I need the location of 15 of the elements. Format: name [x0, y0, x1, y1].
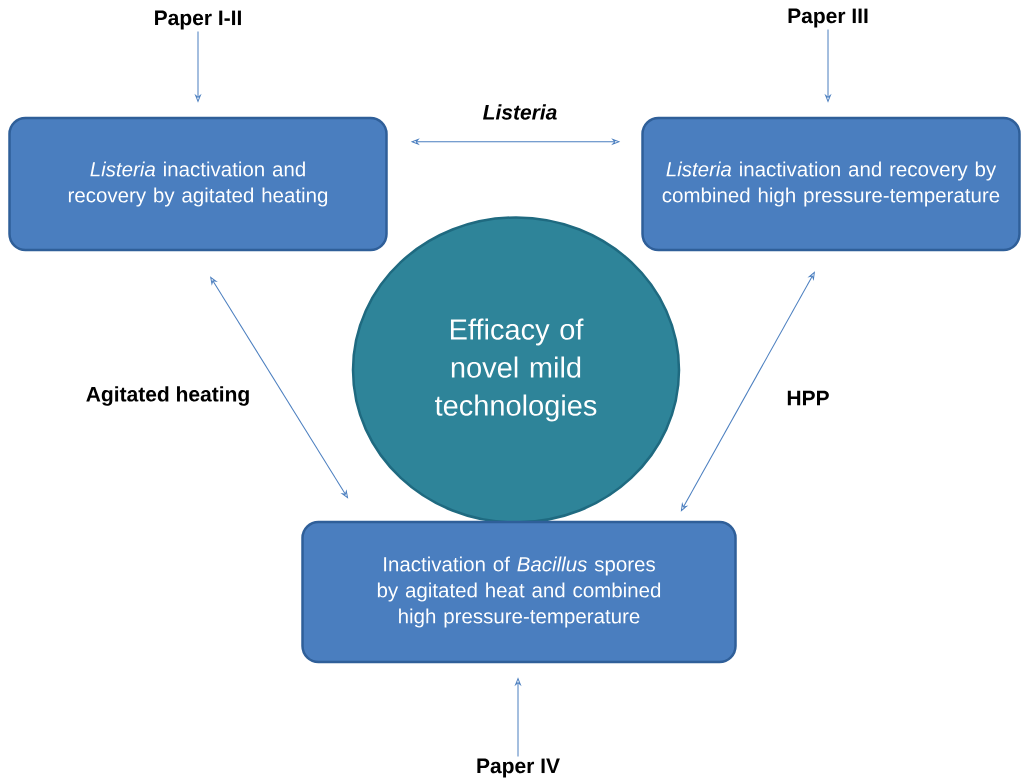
arrow: [825, 29, 831, 102]
paper-label: Paper III: [788, 8, 868, 28]
paper-label: Paper I-II: [155, 10, 241, 30]
process-box: Listeria inactivation and recovery by agitated heating: [8, 116, 388, 252]
arrow: [195, 31, 201, 102]
paper-label: Paper IV: [477, 758, 560, 778]
arrow: [680, 271, 815, 512]
arrow: [210, 276, 349, 499]
edge-label: HPP: [785, 389, 831, 407]
edge-label: Listeria: [481, 103, 559, 121]
arrow: [411, 138, 620, 145]
process-box: Inactivation of Bacillus spores by agitated heat and combined high pressure-temperature: [301, 520, 737, 664]
edge-label: Agitated heating: [84, 385, 252, 407]
arrow: [515, 678, 521, 757]
process-box: Listeria inactivation and recovery by combined high pressure-temperature: [641, 116, 1021, 252]
